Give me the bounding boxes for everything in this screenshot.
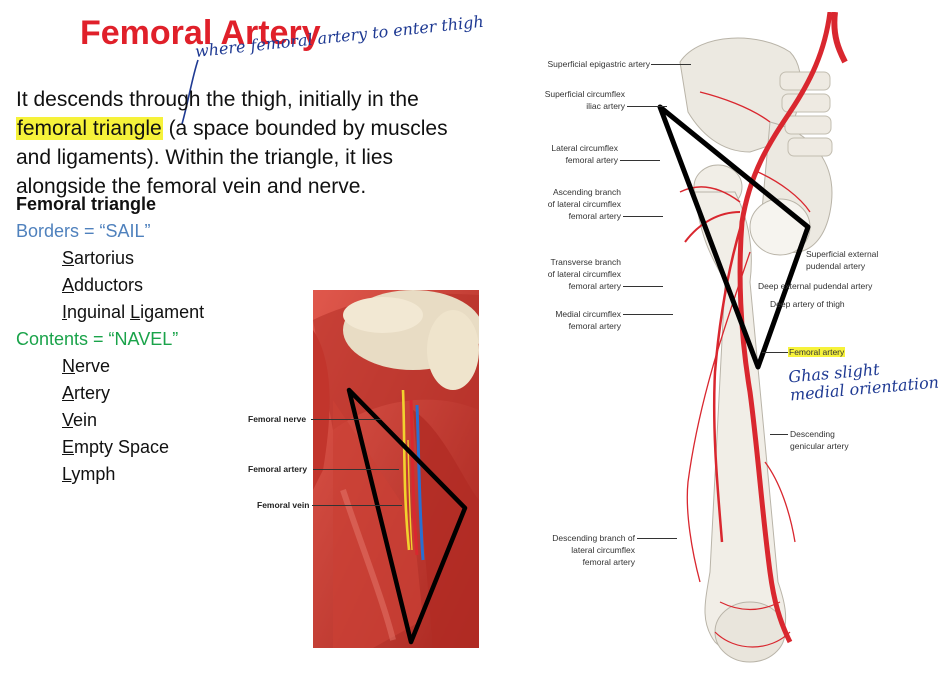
- mnemonic-letter: N: [62, 356, 75, 376]
- leader-line: [623, 216, 663, 217]
- leader-line: [623, 314, 673, 315]
- handwritten-pointer-stroke: [181, 59, 199, 125]
- mnemonic-rest: ymph: [71, 464, 116, 484]
- mnemonic-letter: L: [62, 464, 72, 484]
- leader-line: [311, 419, 381, 420]
- femoral-triangle-muscle-illustration: [313, 290, 479, 648]
- intro-line-1: It descends through the thigh, initially…: [16, 88, 419, 111]
- border-item-sartorius: Sartorius: [62, 248, 134, 269]
- label-line: Ascending branch: [552, 187, 621, 197]
- label-line: Lateral circumflex: [551, 143, 618, 153]
- label-descending-branch: Descending branch of lateral circumflex fe…: [525, 532, 635, 568]
- mnemonic-rest: artorius: [74, 248, 135, 268]
- intro-line-2-rest: (a space bounded by muscles: [162, 117, 448, 140]
- intro-line-3: and ligaments). Within the triangle, it …: [16, 146, 394, 169]
- border-item-inguinal-ligament: Inguinal Ligament: [62, 302, 204, 323]
- label-line: of lateral circumflex: [547, 199, 621, 209]
- highlighted-term: femoral triangle: [16, 117, 163, 140]
- highlighted-label: Femoral artery: [788, 347, 846, 357]
- content-item-lymph: Lymph: [62, 464, 115, 485]
- label-line: Superficial circumflex: [544, 89, 625, 99]
- slide-title: Femoral Artery: [80, 14, 321, 52]
- label-femoral-artery-left: Femoral artery: [248, 464, 308, 474]
- mnemonic-rest: dductors: [74, 275, 144, 295]
- label-medial-circumflex: Medial circumflex femoral artery: [525, 308, 621, 332]
- label-line: femoral artery: [565, 155, 618, 165]
- content-item-empty-space: Empty Space: [62, 437, 169, 458]
- leader-line: [637, 538, 677, 539]
- leader-line: [312, 505, 402, 506]
- label-femoral-vein: Femoral vein: [257, 500, 310, 510]
- mnemonic-rest: mpty Space: [74, 437, 170, 457]
- borders-heading: Borders = “SAIL”: [16, 221, 151, 241]
- label-lateral-circumflex: Lateral circumflex femoral artery: [525, 142, 618, 166]
- mnemonic-rest: erve: [75, 356, 111, 376]
- label-line: pudendal artery: [806, 261, 866, 271]
- label-line: femoral artery: [568, 281, 621, 291]
- label-transverse-branch: Transverse branch of lateral circumflex fe…: [525, 256, 621, 292]
- content-item-artery: Artery: [62, 383, 110, 404]
- label-femoral-nerve: Femoral nerve: [248, 414, 307, 424]
- border-item-adductors: Adductors: [62, 275, 143, 296]
- label-line: iliac artery: [586, 101, 625, 111]
- label-line: of lateral circumflex: [547, 269, 621, 279]
- content-item-vein: Vein: [62, 410, 97, 431]
- label-deep-artery-of-thigh: Deep artery of thigh: [770, 299, 845, 309]
- label-ascending-branch: Ascending branch of lateral circumflex fem…: [525, 186, 621, 222]
- label-line: femoral artery: [568, 211, 621, 221]
- mnemonic-letter: E: [62, 437, 75, 457]
- label-line: femoral artery: [582, 557, 635, 567]
- leader-line: [627, 106, 667, 107]
- label-descending-genicular: Descending genicular artery: [790, 428, 870, 452]
- label-line: Descending: [790, 429, 835, 439]
- mnemonic-rest: ein: [73, 410, 98, 430]
- leader-line: [620, 160, 660, 161]
- mnemonic-letter: S: [62, 248, 75, 268]
- label-line: Superficial external: [806, 249, 879, 259]
- label-femoral-artery-right: Femoral artery: [788, 346, 858, 358]
- label-superficial-epigastric: Superficial epigastric artery: [547, 59, 650, 69]
- label-line: femoral artery: [568, 321, 621, 331]
- mnemonic-rest: rtery: [74, 383, 111, 403]
- intro-line-4: alongside the femoral vein and nerve.: [16, 175, 367, 198]
- mnemonic-letter: I: [62, 302, 68, 322]
- label-line: lateral circumflex: [571, 545, 635, 555]
- mnemonic-rest: igament: [140, 302, 205, 322]
- femoral-artery-bone-illustration: [657, 12, 848, 663]
- label-superficial-external-pudendal: Superficial external pudendal artery: [806, 248, 896, 272]
- mnemonic-rest: nguinal: [67, 302, 131, 322]
- leader-line: [770, 434, 788, 435]
- mnemonic-letter: V: [62, 410, 74, 430]
- content-item-nerve: Nerve: [62, 356, 110, 377]
- label-deep-external-pudendal: Deep external pudendal artery: [758, 281, 873, 291]
- femoral-triangle-heading: Femoral triangle: [16, 194, 157, 214]
- leader-line: [651, 64, 691, 65]
- mnemonic-letter: A: [62, 383, 75, 403]
- mnemonic-letter: A: [62, 275, 75, 295]
- mnemonic-letter: L: [130, 302, 141, 322]
- label-line: genicular artery: [790, 441, 849, 451]
- label-line: Descending branch of: [552, 533, 635, 543]
- leader-line: [313, 469, 399, 470]
- label-superficial-circumflex: Superficial circumflex iliac artery: [525, 88, 625, 112]
- spine-shape: [779, 71, 833, 157]
- contents-heading: Contents = “NAVEL”: [16, 329, 179, 349]
- leader-line: [762, 352, 788, 353]
- leader-line: [623, 286, 663, 287]
- label-line: Transverse branch: [550, 257, 621, 267]
- intro-paragraph: It descends through the thigh, initially…: [16, 85, 486, 201]
- label-line: Medial circumflex: [555, 309, 621, 319]
